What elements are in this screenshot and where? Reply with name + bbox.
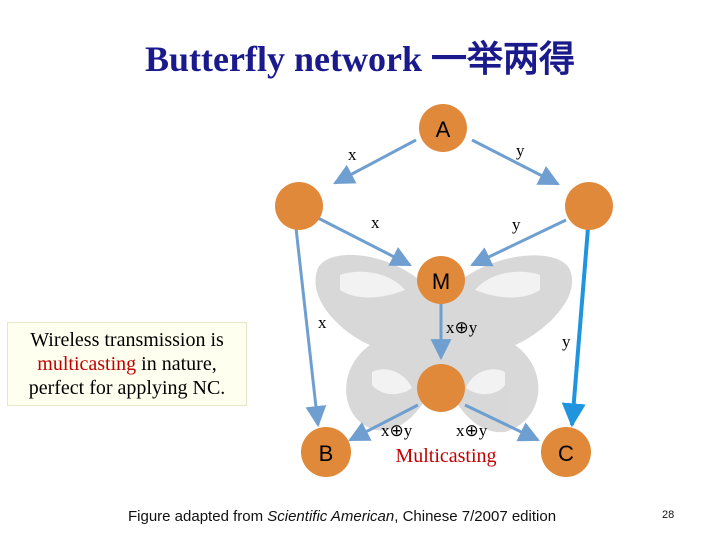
node-m [417, 256, 465, 304]
node-label-a: A [436, 117, 451, 142]
node-c [541, 427, 591, 477]
edge-left-m [317, 216, 412, 267]
edge-label-left-b: x [318, 313, 327, 332]
node-label-m: M [432, 269, 450, 294]
node-b [301, 427, 351, 477]
edge-label-m-down: x⊕y [446, 318, 478, 337]
node-label-b: B [319, 441, 334, 466]
edge-label-a-right: y [516, 141, 525, 160]
edge-right-m [470, 218, 567, 267]
callout-line-2: multicasting in nature, [8, 352, 246, 376]
butterfly-background-image [315, 254, 573, 433]
callout-line-3: perfect for applying NC. [28, 377, 226, 399]
edge-d-c [464, 403, 540, 442]
edge-label-d-b: x⊕y [381, 421, 413, 440]
node-label-c: C [558, 441, 574, 466]
slide-title: Butterfly network 一举两得 [145, 39, 575, 79]
wireless-callout: Wireless transmission is multicasting in… [7, 322, 247, 406]
figure-caption: Figure adapted from Scientific American,… [128, 508, 556, 525]
edge-label-d-c: x⊕y [456, 421, 488, 440]
caption-source: Scientific American [267, 508, 395, 525]
node-left [275, 182, 323, 230]
edge-a-left [333, 138, 417, 185]
edge-label-right-m: y [512, 215, 521, 234]
page-number: 28 [662, 509, 675, 521]
multicasting-label: Multicasting [395, 445, 496, 467]
caption-prefix: Figure adapted from [128, 508, 268, 525]
node-right [565, 182, 613, 230]
callout-line-2-rest: in nature, [136, 353, 217, 375]
node-a [419, 104, 467, 152]
caption-suffix: , Chinese 7/2007 edition [394, 508, 557, 525]
callout-highlight: multicasting [37, 353, 137, 375]
edge-a-right [471, 138, 560, 186]
edge-right-c [561, 227, 590, 428]
edge-label-left-m: x [371, 213, 380, 232]
edge-d-b [348, 403, 419, 442]
edge-label-a-left: x [348, 145, 357, 164]
edge-left-b [294, 227, 327, 428]
edge-label-right-c: y [562, 332, 571, 351]
callout-line-1: Wireless transmission is [30, 329, 224, 351]
node-d [417, 364, 465, 412]
